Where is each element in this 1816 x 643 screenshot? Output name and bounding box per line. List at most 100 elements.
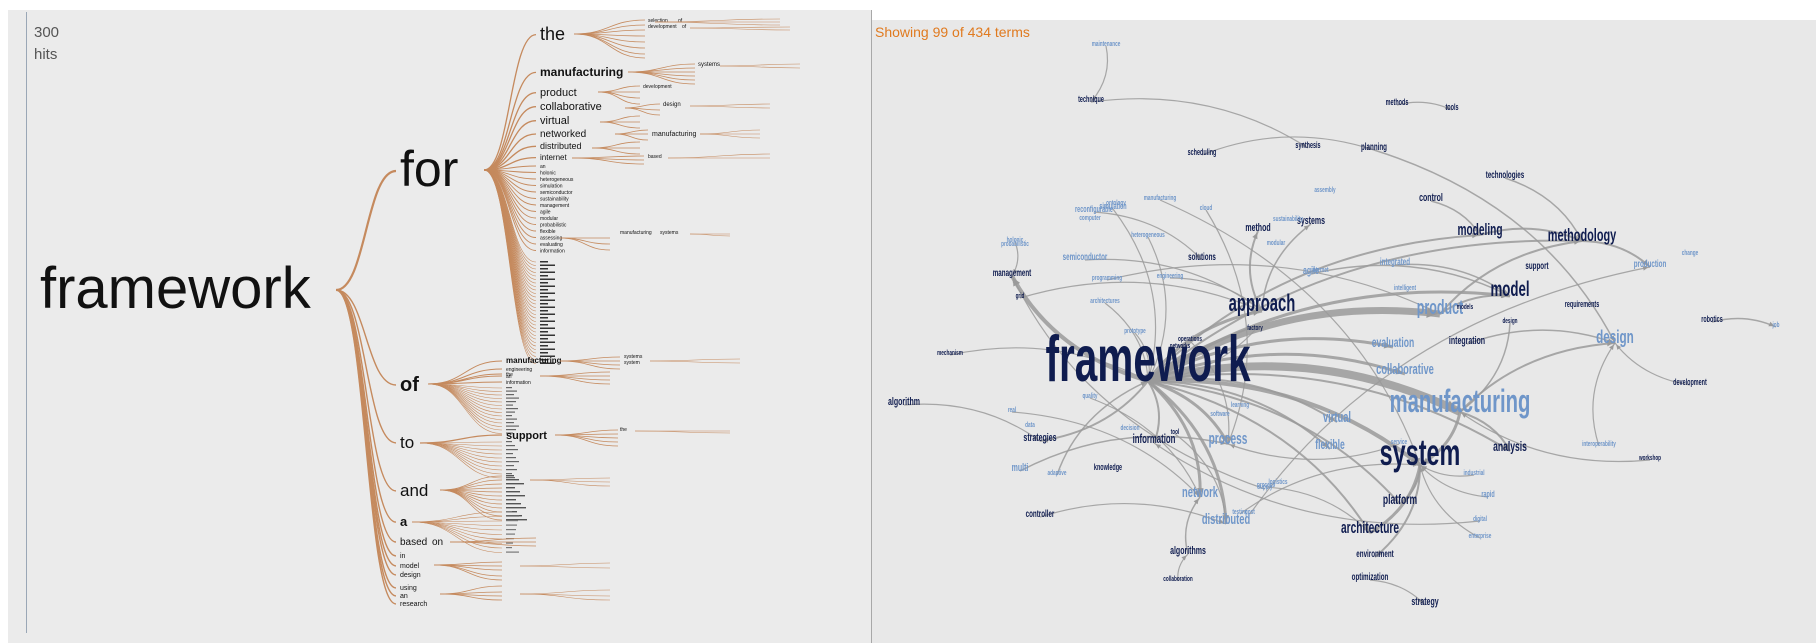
tree-node: an (506, 374, 512, 380)
phrase-term: planning (1361, 140, 1387, 152)
tree-node: the (506, 372, 513, 378)
tree-branch (439, 489, 503, 521)
tree-branch (627, 71, 696, 85)
tree-leaf-text (540, 271, 555, 273)
edge-arrow (1461, 413, 1468, 418)
tree-node: of (678, 18, 683, 24)
tree-branch (597, 91, 641, 99)
tree-branch (439, 487, 503, 491)
tree-leaf-text (506, 520, 518, 522)
tree-leaf-text (506, 507, 526, 509)
tree-node: manufacturing (540, 65, 623, 79)
edge-arrow (1418, 598, 1424, 604)
tree-leaf-text (540, 338, 548, 340)
tree-branch (667, 153, 771, 159)
edge-arrow (1254, 306, 1261, 311)
edge-arrow (1421, 457, 1430, 464)
phrase-term: management (993, 266, 1032, 278)
phrase-term: interoperability (1582, 440, 1616, 448)
tree-branch (519, 562, 611, 567)
tree-node: sustainability (540, 197, 569, 203)
tree-node: of (682, 24, 687, 30)
tree-leaf-text (540, 345, 548, 347)
tree-leaf-text (506, 401, 516, 403)
phrase-term: programming (1092, 274, 1122, 282)
tree-node: an (540, 164, 546, 170)
word-tree-panel (8, 10, 872, 643)
phrase-term: assembly (1314, 186, 1336, 194)
phrase-edge (1459, 411, 1651, 463)
phrase-term: collaboration (1163, 575, 1193, 583)
phrase-term: rapid (1481, 489, 1494, 500)
tree-leaf-text (540, 331, 548, 333)
phrase-term: process (1257, 481, 1275, 489)
tree-node: on (432, 537, 443, 548)
tree-leaf-text (540, 362, 555, 364)
tree-leaf-text (506, 453, 513, 455)
tree-branch (427, 383, 503, 427)
tree-node: and (400, 481, 428, 500)
edge-arrow (1155, 444, 1162, 449)
tree-node: systems (698, 62, 720, 68)
phrase-term: platform (1383, 493, 1417, 507)
edge-arrow (1421, 466, 1428, 471)
tree-leaf-text (506, 461, 519, 463)
tree-branch (335, 289, 397, 386)
tree-branch (599, 121, 641, 129)
status-text: Showing 99 of 434 terms (875, 24, 1030, 40)
edge-arrow (1193, 498, 1199, 505)
tree-branch (433, 564, 503, 577)
phrase-edge (1614, 342, 1691, 386)
phrase-term: change (1682, 249, 1699, 257)
tree-leaf-text (540, 299, 555, 301)
tree-branch (624, 103, 661, 109)
phrase-term: quality (1082, 392, 1097, 400)
tree-leaf-text (506, 519, 527, 521)
phrase-edge (1147, 380, 1371, 534)
tree-branch (519, 565, 611, 569)
edge-arrow (1412, 462, 1419, 467)
tree-leaf-text (506, 457, 516, 459)
phrase-edge (1147, 380, 1331, 450)
tree-node: networked (540, 129, 586, 140)
panel-rule (26, 12, 27, 633)
phrase-term: probabilistic (1001, 240, 1029, 248)
tree-branch (634, 430, 731, 434)
phrase-term: semiconductor (1063, 250, 1108, 262)
tree-leaf-text (540, 348, 555, 350)
phrase-term: tools (1445, 102, 1458, 113)
phrase-term: prototype (1124, 327, 1146, 335)
tree-branch (591, 141, 641, 149)
tree-branch (654, 21, 781, 26)
tree-leaf-text (540, 303, 548, 305)
edge-arrow (1229, 444, 1236, 449)
phrase-term: support (1525, 259, 1548, 271)
phrase-term: operations (1178, 335, 1202, 343)
tree-branch (483, 120, 537, 171)
tree-leaf-text (506, 411, 515, 413)
tree-leaf-text (540, 264, 555, 266)
edge-arrow (1366, 145, 1373, 151)
edge-arrow (1220, 440, 1227, 445)
tree-node: based (400, 537, 427, 548)
tree-leaf-text (506, 432, 513, 434)
tree-node: product (540, 87, 577, 99)
edge-arrow (1502, 289, 1509, 295)
tree-leaf-text (506, 422, 514, 424)
phrase-edge (1056, 380, 1149, 476)
tree-leaf-text (540, 285, 555, 287)
edge-arrow (1193, 490, 1199, 496)
tree-node: in (400, 553, 406, 560)
tree-branch (649, 358, 741, 362)
tree-node: information (540, 249, 565, 255)
edge-arrow (1642, 266, 1649, 271)
phrase-edge (1039, 380, 1149, 442)
phrase-term: industrial (1463, 469, 1484, 477)
tree-branch (591, 147, 641, 155)
phrase-term: architecture (1341, 519, 1399, 537)
tree-branch (439, 593, 503, 601)
edge-arrow (1607, 338, 1614, 343)
tree-node: for (400, 141, 458, 197)
phrase-term: process (1209, 430, 1248, 448)
